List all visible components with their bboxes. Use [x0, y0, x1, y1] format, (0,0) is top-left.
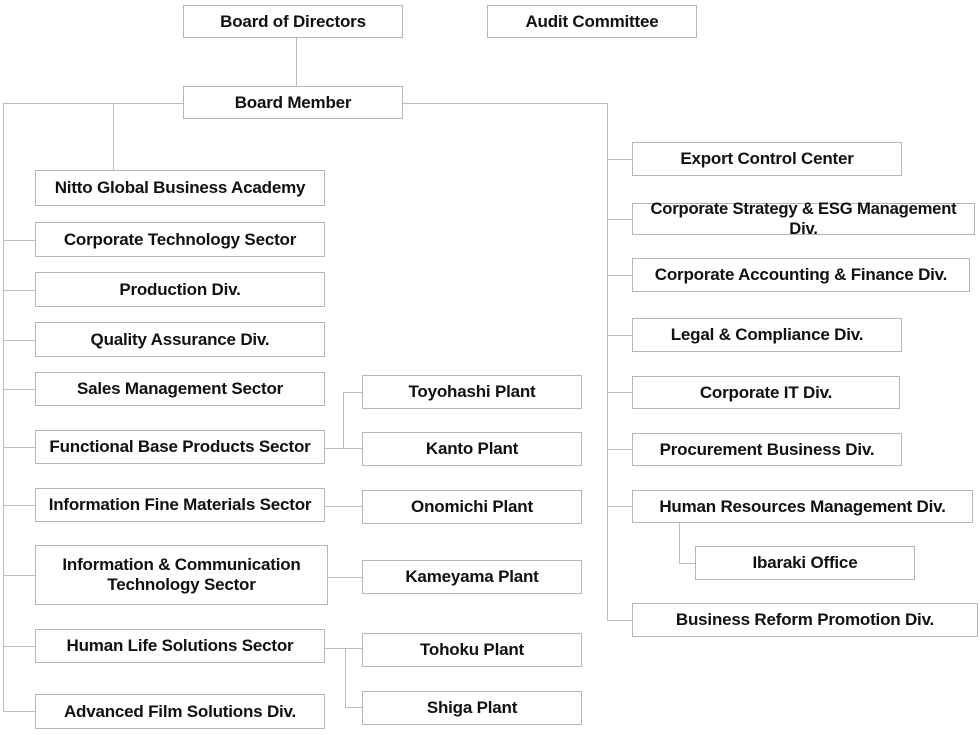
connector-stub-quality-assurance: [3, 340, 35, 341]
node-label: Production Div.: [119, 279, 241, 299]
node-label: Shiga Plant: [426, 698, 518, 718]
node-nitto-global-business-academy: Nitto Global Business Academy: [35, 170, 325, 206]
node-business-reform-promotion-div: Business Reform Promotion Div.: [632, 603, 978, 637]
node-label: Nitto Global Business Academy: [54, 178, 306, 198]
connector-to-nitto-academy: [113, 103, 114, 170]
node-human-resources-management-div: Human Resources Management Div.: [632, 490, 973, 523]
node-shiga-plant: Shiga Plant: [362, 691, 582, 725]
node-corporate-accounting-finance-div: Corporate Accounting & Finance Div.: [632, 258, 970, 292]
node-corporate-strategy-esg-management-div: Corporate Strategy & ESG Management Div.: [632, 199, 975, 238]
node-label: Human Life Solutions Sector: [66, 636, 294, 656]
connector-stub-information-fine: [3, 505, 35, 506]
node-legal-compliance-div: Legal & Compliance Div.: [632, 318, 902, 352]
node-label: Procurement Business Div.: [659, 439, 875, 459]
node-label: Board Member: [234, 92, 352, 112]
node-label: Kameyama Plant: [405, 567, 539, 587]
node-label: Ibaraki Office: [752, 553, 858, 573]
connector-stub-functional-base: [3, 447, 35, 448]
connector-branch-toyohashi-vertical: [343, 392, 344, 448]
node-label: Quality Assurance Div.: [90, 329, 270, 349]
connector-stub-advanced-film: [3, 711, 35, 712]
node-advanced-film-solutions-div: Advanced Film Solutions Div.: [35, 694, 325, 729]
node-corporate-technology-sector: Corporate Technology Sector: [35, 222, 325, 257]
node-procurement-business-div: Procurement Business Div.: [632, 433, 902, 466]
node-label: Tohoku Plant: [420, 640, 524, 660]
node-label: Toyohashi Plant: [408, 382, 536, 402]
connector-stub-human-resources: [607, 506, 632, 507]
node-board-of-directors: Board of Directors: [183, 5, 403, 38]
connector-hr-to-ibaraki-horizontal: [679, 563, 695, 564]
connector-stub-production: [3, 290, 35, 291]
node-label: Information & Communication Technology S…: [62, 555, 301, 594]
node-label: Corporate Technology Sector: [63, 229, 297, 249]
node-quality-assurance-div: Quality Assurance Div.: [35, 322, 325, 357]
connector-branch-to-shiga: [345, 707, 362, 708]
connector-right-trunk: [607, 103, 608, 620]
node-information-communication-technology-sector: Information & Communication Technology S…: [35, 545, 328, 605]
node-kameyama-plant: Kameyama Plant: [362, 560, 582, 594]
node-board-member: Board Member: [183, 86, 403, 119]
connector-stub-export-control: [607, 159, 632, 160]
node-label: Export Control Center: [680, 149, 854, 169]
node-label: Information Fine Materials Sector: [48, 495, 312, 515]
connector-stub-human-life: [3, 646, 35, 647]
node-production-div: Production Div.: [35, 272, 325, 307]
node-export-control-center: Export Control Center: [632, 142, 902, 176]
connector-stub-info-comm-tech: [3, 575, 35, 576]
node-label: Sales Management Sector: [76, 379, 284, 399]
connector-stub-legal-compliance: [607, 335, 632, 336]
connector-stub-sales-management: [3, 389, 35, 390]
node-functional-base-products-sector: Functional Base Products Sector: [35, 430, 325, 464]
connector-stub-procurement: [607, 449, 632, 450]
connector-left-trunk: [3, 103, 4, 711]
connector-directors-to-member: [296, 38, 297, 86]
node-human-life-solutions-sector: Human Life Solutions Sector: [35, 629, 325, 663]
node-label: Legal & Compliance Div.: [670, 325, 864, 345]
node-toyohashi-plant: Toyohashi Plant: [362, 375, 582, 409]
node-kanto-plant: Kanto Plant: [362, 432, 582, 466]
node-information-fine-materials-sector: Information Fine Materials Sector: [35, 488, 325, 522]
node-label: Kanto Plant: [425, 439, 519, 459]
node-label: Corporate Strategy & ESG Management Div.: [650, 199, 957, 238]
node-sales-management-sector: Sales Management Sector: [35, 372, 325, 406]
connector-stub-corporate-it: [607, 392, 632, 393]
connector-infofine-to-onomichi: [325, 506, 362, 507]
connector-stub-corporate-accounting: [607, 275, 632, 276]
node-label: Human Resources Management Div.: [659, 496, 946, 516]
connector-stub-business-reform: [607, 620, 632, 621]
connector-infocomm-to-kameyama: [328, 577, 362, 578]
connector-branch-to-toyohashi: [343, 392, 362, 393]
node-audit-committee: Audit Committee: [487, 5, 697, 38]
node-label: Corporate Accounting & Finance Div.: [654, 265, 948, 285]
connector-stub-corporate-strategy: [607, 219, 632, 220]
node-label: Business Reform Promotion Div.: [675, 610, 935, 630]
connector-member-right: [403, 103, 607, 104]
node-corporate-it-div: Corporate IT Div.: [632, 376, 900, 409]
connector-hr-to-ibaraki-vertical: [679, 523, 680, 563]
connector-member-left: [3, 103, 183, 104]
connector-functional-to-kanto: [325, 448, 362, 449]
node-label: Board of Directors: [220, 11, 366, 31]
node-label: Audit Committee: [525, 11, 659, 31]
node-tohoku-plant: Tohoku Plant: [362, 633, 582, 667]
node-label: Functional Base Products Sector: [49, 437, 311, 457]
node-label: Advanced Film Solutions Div.: [63, 701, 297, 721]
node-onomichi-plant: Onomichi Plant: [362, 490, 582, 524]
connector-stub-corporate-technology: [3, 240, 35, 241]
node-label: Corporate IT Div.: [699, 382, 833, 402]
connector-branch-shiga-vertical: [345, 648, 346, 707]
connector-humanlife-to-tohoku: [325, 648, 362, 649]
node-label: Onomichi Plant: [411, 497, 533, 517]
node-ibaraki-office: Ibaraki Office: [695, 546, 915, 580]
